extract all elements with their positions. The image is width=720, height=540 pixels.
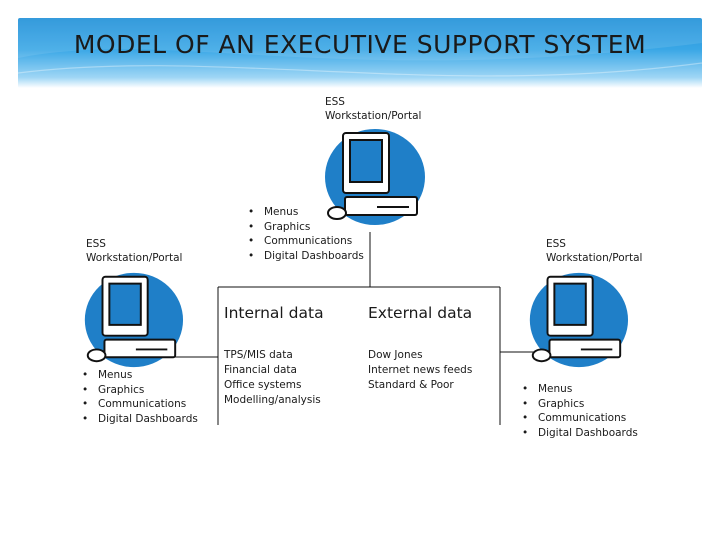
ws-top-label: ESS Workstation/Portal: [325, 96, 422, 122]
external-data-item: Standard & Poor: [368, 379, 454, 391]
ws-right-label: ESS Workstation/Portal: [546, 238, 643, 264]
internal-data-item: Financial data: [224, 364, 297, 376]
internal-data-heading: Internal data: [224, 304, 324, 322]
feature-item: Graphics: [82, 383, 198, 398]
feature-item: Digital Dashboards: [248, 249, 364, 264]
feature-item: Menus: [82, 368, 198, 383]
feature-item: Menus: [522, 382, 638, 397]
internal-data-list: TPS/MIS data Financial data Office syste…: [224, 348, 321, 408]
feature-item: Graphics: [248, 220, 364, 235]
ws-left-label: ESS Workstation/Portal: [86, 238, 183, 264]
page-title: MODEL OF AN EXECUTIVE SUPPORT SYSTEM: [73, 30, 647, 59]
ws-right-features: Menus Graphics Communications Digital Da…: [522, 382, 638, 440]
title-banner: [18, 18, 702, 88]
banner-swirl: [18, 18, 702, 77]
computer-icon: [325, 129, 425, 225]
internal-data-item: Office systems: [224, 379, 302, 391]
ws-left-features: Menus Graphics Communications Digital Da…: [82, 368, 198, 426]
feature-item: Communications: [248, 234, 364, 249]
feature-item: Graphics: [522, 397, 638, 412]
feature-item: Digital Dashboards: [522, 426, 638, 441]
external-data-list: Dow Jones Internet news feeds Standard &…: [368, 348, 472, 393]
feature-item: Menus: [248, 205, 364, 220]
external-data-heading: External data: [368, 304, 473, 322]
ws-top-features: Menus Graphics Communications Digital Da…: [248, 205, 364, 263]
internal-data-item: Modelling/analysis: [224, 394, 321, 406]
feature-item: Digital Dashboards: [82, 412, 198, 427]
external-data-item: Internet news feeds: [368, 364, 473, 376]
internal-data-item: TPS/MIS data: [224, 349, 293, 361]
computer-icon: [84, 272, 184, 368]
external-data-item: Dow Jones: [368, 349, 423, 361]
feature-item: Communications: [522, 411, 638, 426]
computer-icon: [529, 272, 629, 368]
feature-item: Communications: [82, 397, 198, 412]
